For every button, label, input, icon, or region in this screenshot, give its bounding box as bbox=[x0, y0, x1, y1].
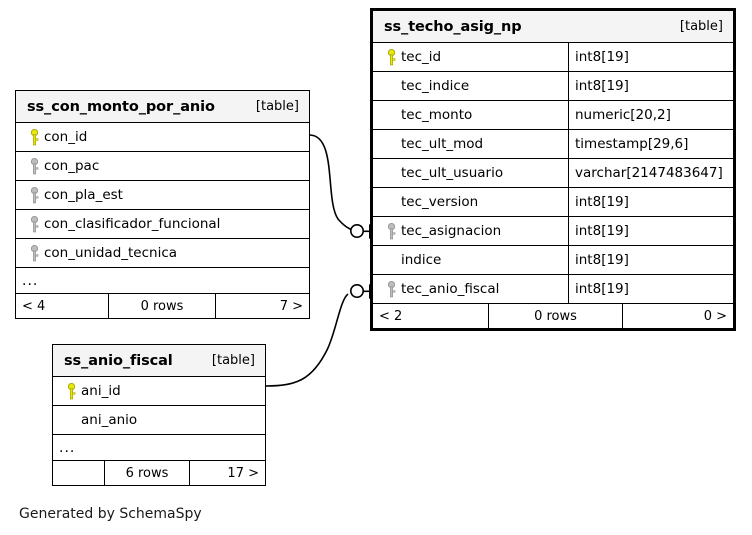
column-name: tec_indice bbox=[401, 78, 470, 94]
column-type: int8[19] bbox=[568, 275, 733, 303]
column-type: int8[19] bbox=[568, 188, 733, 216]
column-type: int8[19] bbox=[568, 246, 733, 274]
table-node-ss_techo_asig_np[interactable]: ss_techo_asig_np [table] tec_id int8[19]… bbox=[370, 8, 736, 331]
column-type: int8[19] bbox=[568, 217, 733, 245]
column-row[interactable]: con_id bbox=[16, 123, 309, 152]
column-name: tec_monto bbox=[401, 107, 473, 123]
column-type: numeric[20,2] bbox=[568, 101, 733, 129]
column-name: indice bbox=[401, 252, 442, 268]
generated-by-credit: Generated by SchemaSpy bbox=[19, 506, 202, 522]
column-row[interactable]: con_unidad_tecnica bbox=[16, 239, 309, 268]
table-kind-label: [table] bbox=[211, 353, 255, 368]
table-kind-label: [table] bbox=[679, 19, 723, 34]
column-name: ani_id bbox=[81, 383, 121, 399]
prev-tables-button[interactable] bbox=[53, 461, 104, 485]
table-header: ss_techo_asig_np [table] bbox=[373, 11, 733, 43]
column-row[interactable]: tec_asignacion int8[19] bbox=[373, 217, 733, 246]
table-name: ss_con_monto_por_anio bbox=[27, 98, 215, 115]
column-row[interactable]: tec_indice int8[19] bbox=[373, 72, 733, 101]
relationship-edge-con_id-to-tec_asignacion bbox=[309, 134, 379, 239]
column-type: varchar[2147483647] bbox=[568, 159, 733, 187]
table-footer: < 2 0 rows 0 > bbox=[373, 304, 733, 328]
foreign-key-icon bbox=[24, 215, 44, 233]
column-row[interactable]: indice int8[19] bbox=[373, 246, 733, 275]
column-name: ani_anio bbox=[81, 412, 138, 428]
column-row[interactable]: tec_monto numeric[20,2] bbox=[373, 101, 733, 130]
table-name: ss_techo_asig_np bbox=[384, 18, 522, 35]
table-node-ss_anio_fiscal[interactable]: ss_anio_fiscal [table] ani_id ani_anio .… bbox=[52, 344, 266, 486]
table-kind-label: [table] bbox=[255, 99, 299, 114]
foreign-key-icon bbox=[24, 157, 44, 175]
column-name: con_id bbox=[44, 129, 88, 145]
row-count-label: 0 rows bbox=[108, 294, 216, 318]
column-name: tec_anio_fiscal bbox=[401, 281, 500, 297]
column-row[interactable]: ani_anio bbox=[53, 406, 265, 435]
column-type: int8[19] bbox=[568, 72, 733, 100]
table-footer: < 4 0 rows 7 > bbox=[16, 294, 309, 318]
table-node-ss_con_monto_por_anio[interactable]: ss_con_monto_por_anio [table] con_id con… bbox=[15, 90, 310, 319]
prev-tables-button[interactable]: < 2 bbox=[379, 308, 403, 324]
row-count-label: 6 rows bbox=[104, 461, 190, 485]
primary-key-icon bbox=[24, 128, 44, 146]
table-header: ss_con_monto_por_anio [table] bbox=[16, 91, 309, 123]
column-row[interactable]: ani_id bbox=[53, 377, 265, 406]
table-header: ss_anio_fiscal [table] bbox=[53, 345, 265, 377]
column-name: con_pac bbox=[44, 158, 100, 174]
column-row[interactable]: tec_ult_mod timestamp[29,6] bbox=[373, 130, 733, 159]
row-count-label: 0 rows bbox=[488, 304, 623, 328]
next-tables-button[interactable]: 17 > bbox=[227, 465, 259, 481]
prev-tables-button[interactable]: < 4 bbox=[22, 298, 46, 314]
foreign-key-icon bbox=[24, 186, 44, 204]
table-footer: 6 rows 17 > bbox=[53, 461, 265, 485]
next-tables-button[interactable]: 7 > bbox=[279, 298, 303, 314]
column-name: tec_version bbox=[401, 194, 479, 210]
column-name: tec_ult_mod bbox=[401, 136, 484, 152]
column-row[interactable]: tec_id int8[19] bbox=[373, 43, 733, 72]
table-name: ss_anio_fiscal bbox=[64, 352, 173, 369]
more-columns-indicator: ... bbox=[53, 435, 265, 461]
primary-key-icon bbox=[61, 382, 81, 400]
next-tables-button[interactable]: 0 > bbox=[703, 308, 727, 324]
column-row[interactable]: tec_ult_usuario varchar[2147483647] bbox=[373, 159, 733, 188]
column-row[interactable]: tec_version int8[19] bbox=[373, 188, 733, 217]
foreign-key-icon bbox=[24, 244, 44, 262]
column-name: con_clasificador_funcional bbox=[44, 216, 221, 232]
column-name: con_unidad_tecnica bbox=[44, 245, 178, 261]
column-row[interactable]: tec_anio_fiscal int8[19] bbox=[373, 275, 733, 304]
column-row[interactable]: con_pla_est bbox=[16, 181, 309, 210]
column-name: con_pla_est bbox=[44, 187, 123, 203]
primary-key-icon bbox=[381, 48, 401, 66]
column-row[interactable]: con_clasificador_funcional bbox=[16, 210, 309, 239]
foreign-key-icon bbox=[381, 280, 401, 298]
column-type: timestamp[29,6] bbox=[568, 130, 733, 158]
column-name: tec_ult_usuario bbox=[401, 165, 504, 181]
column-name: tec_asignacion bbox=[401, 223, 502, 239]
column-type: int8[19] bbox=[568, 43, 733, 71]
column-name: tec_id bbox=[401, 49, 442, 65]
column-row[interactable]: con_pac bbox=[16, 152, 309, 181]
more-columns-indicator: ... bbox=[16, 268, 309, 294]
foreign-key-icon bbox=[381, 222, 401, 240]
